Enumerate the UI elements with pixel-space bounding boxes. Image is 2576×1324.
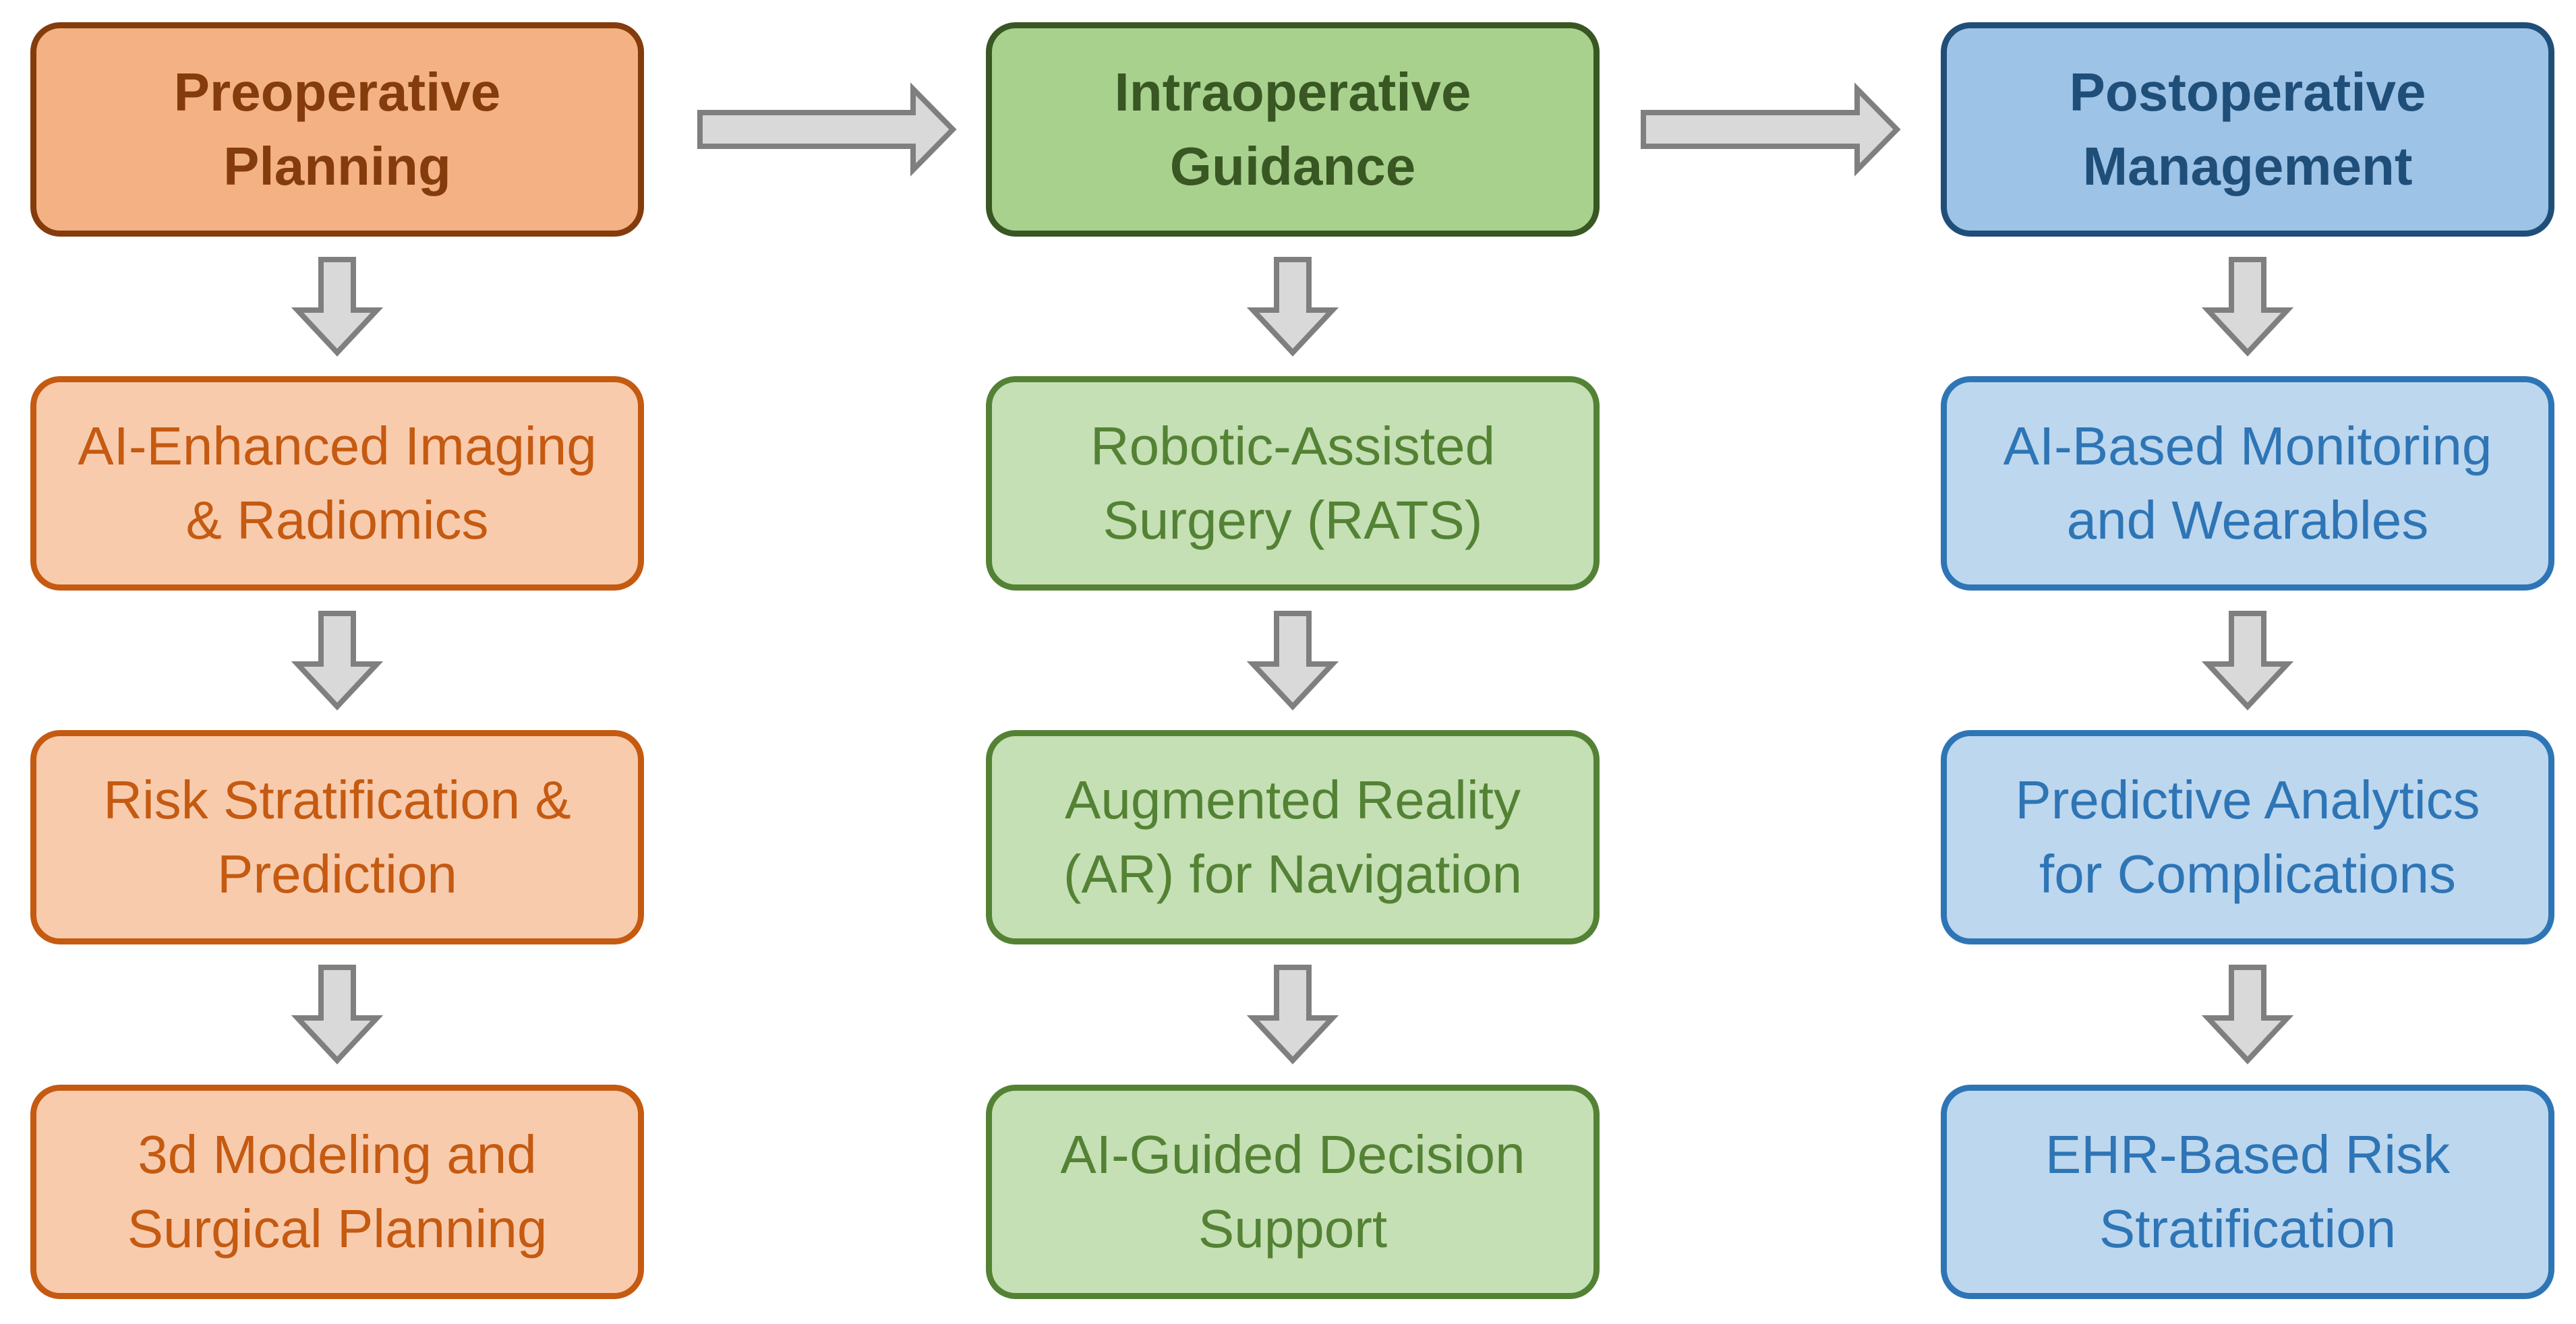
header-postoperative-management: Postoperative Management — [1941, 22, 2554, 237]
step-label: Risk Stratification & Prediction — [103, 770, 571, 904]
step-robotic-assisted-surgery: Robotic-Assisted Surgery (RATS) — [986, 376, 1600, 591]
step-label: Augmented Reality (AR) for Navigation — [1063, 770, 1523, 904]
header-intraoperative-guidance: Intraoperative Guidance — [986, 22, 1600, 237]
step-label: 3d Modeling and Surgical Planning — [127, 1124, 548, 1259]
arrow-down-icon — [2201, 257, 2294, 357]
step-label: Robotic-Assisted Surgery (RATS) — [1090, 416, 1496, 550]
step-ai-guided-decision: AI-Guided Decision Support — [986, 1085, 1600, 1299]
arrow-down-icon — [1246, 965, 1339, 1064]
arrow-down-icon — [291, 965, 384, 1064]
arrow-down-icon — [2201, 965, 2294, 1064]
arrow-down-icon — [1246, 611, 1339, 711]
step-risk-stratification: Risk Stratification & Prediction — [30, 730, 644, 944]
step-label: AI-Enhanced Imaging & Radiomics — [78, 416, 597, 550]
step-predictive-analytics: Predictive Analytics for Complications — [1941, 730, 2554, 944]
step-label: AI-Based Monitoring and Wearables — [2003, 416, 2492, 550]
step-augmented-reality: Augmented Reality (AR) for Navigation — [986, 730, 1600, 944]
arrow-right-icon — [1641, 82, 1901, 177]
arrow-down-icon — [291, 257, 384, 357]
header-preoperative-planning: Preoperative Planning — [30, 22, 644, 237]
step-label: Predictive Analytics for Complications — [2015, 770, 2480, 904]
header-label: Intraoperative Guidance — [1114, 62, 1471, 196]
step-label: EHR-Based Risk Stratification — [2045, 1124, 2451, 1259]
arrow-down-icon — [1246, 257, 1339, 357]
header-label: Preoperative Planning — [173, 62, 501, 196]
step-ai-based-monitoring: AI-Based Monitoring and Wearables — [1941, 376, 2554, 591]
arrow-right-icon — [697, 82, 957, 177]
step-label: AI-Guided Decision Support — [1060, 1124, 1525, 1259]
step-3d-modeling: 3d Modeling and Surgical Planning — [30, 1085, 644, 1299]
step-ehr-based-risk: EHR-Based Risk Stratification — [1941, 1085, 2554, 1299]
arrow-down-icon — [2201, 611, 2294, 711]
header-label: Postoperative Management — [2069, 62, 2426, 196]
arrow-down-icon — [291, 611, 384, 711]
step-ai-enhanced-imaging: AI-Enhanced Imaging & Radiomics — [30, 376, 644, 591]
